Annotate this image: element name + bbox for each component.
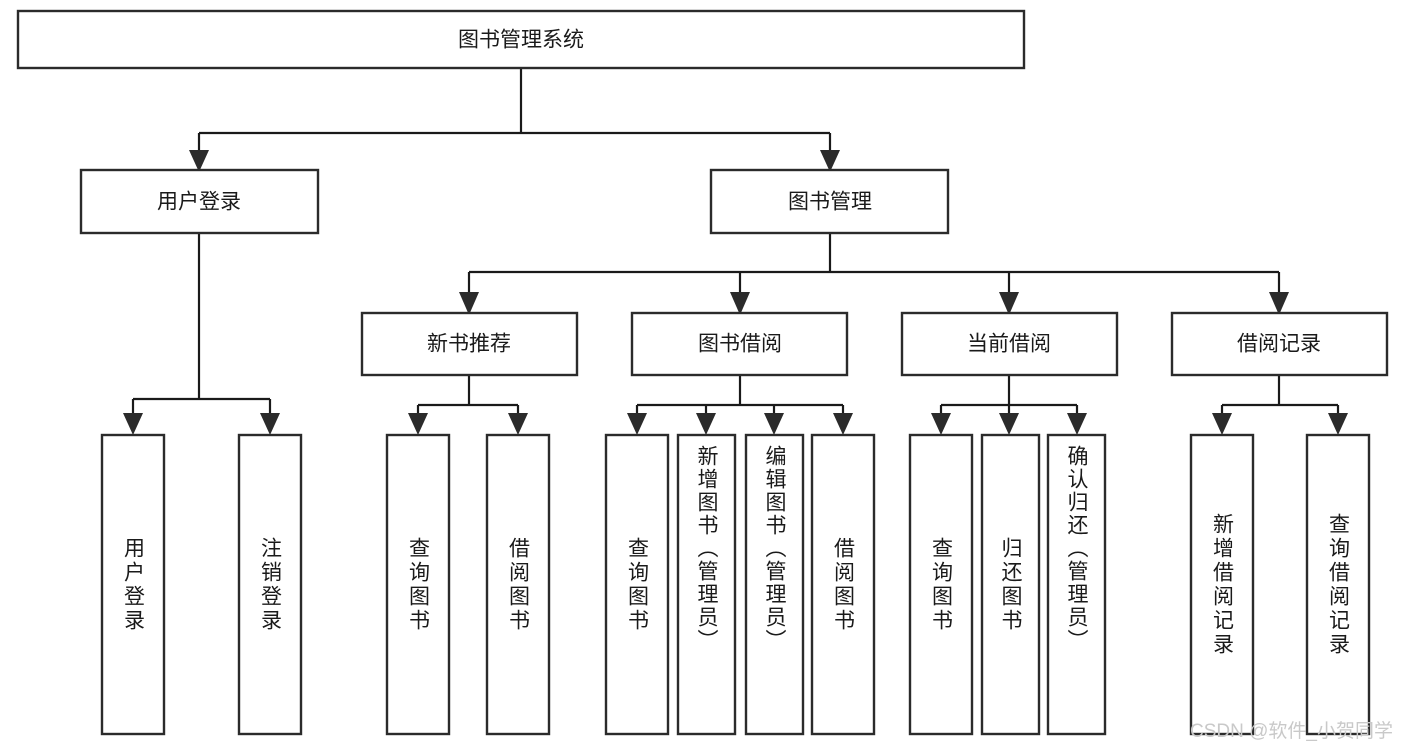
- node-user-login[interactable]: [79, 168, 320, 235]
- node-borrow-record[interactable]: [1170, 311, 1389, 377]
- leaf-box-borrow-book-1[interactable]: [485, 433, 551, 736]
- node-book-management-label: 图书管理: [788, 191, 872, 214]
- leaf-box-add-borrow-record[interactable]: [1189, 433, 1255, 736]
- node-book-borrow[interactable]: [630, 311, 849, 377]
- connector-userlogin-to-leaves: [123, 233, 280, 435]
- leaf-box-logout[interactable]: [237, 433, 303, 736]
- node-current-borrow[interactable]: [900, 311, 1119, 377]
- node-new-book-recommend-label: 新书推荐: [427, 333, 511, 356]
- watermark-text: CSDN @软件_小贺同学: [1190, 721, 1393, 742]
- node-user-login-label: 用户登录: [157, 191, 241, 214]
- leaf-box-edit-book[interactable]: [744, 433, 805, 736]
- node-root-label: 图书管理系统: [458, 29, 584, 52]
- node-root[interactable]: [16, 9, 1026, 70]
- leaf-box-borrow-book-2[interactable]: [810, 433, 876, 736]
- leaf-box-user-login[interactable]: [100, 433, 166, 736]
- node-borrow-record-label: 借阅记录: [1237, 333, 1321, 356]
- node-book-management[interactable]: [709, 168, 950, 235]
- leaf-box-confirm-return[interactable]: [1046, 433, 1107, 736]
- leaf-box-return-book[interactable]: [980, 433, 1041, 736]
- connector-bookborrow-to-leaves: [627, 375, 853, 435]
- connector-bookmgmt-to-level3: [459, 233, 1289, 315]
- connector-currentborrow-to-leaves: [931, 375, 1087, 435]
- node-book-borrow-label: 图书借阅: [698, 333, 782, 356]
- leaf-box-query-book-2[interactable]: [604, 433, 670, 736]
- connector-newbook-to-leaves: [408, 375, 528, 435]
- leaf-box-query-borrow-record[interactable]: [1305, 433, 1371, 736]
- leaf-box-add-book[interactable]: [676, 433, 737, 736]
- connector-borrowrecord-to-leaves: [1212, 375, 1348, 435]
- leaf-box-query-book-3[interactable]: [908, 433, 974, 736]
- node-new-book-recommend[interactable]: [360, 311, 579, 377]
- leaf-box-query-book-1[interactable]: [385, 433, 451, 736]
- connector-root-to-level2: [189, 68, 840, 172]
- node-current-borrow-label: 当前借阅: [967, 333, 1051, 356]
